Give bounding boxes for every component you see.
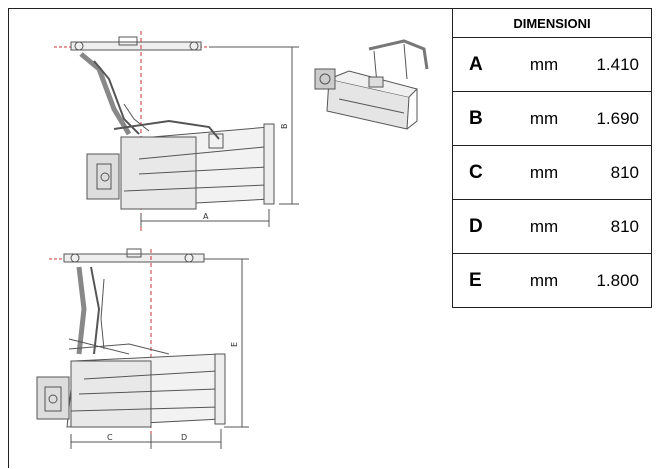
machine-3d-thumbnail (314, 39, 429, 130)
dimension-letter: C (452, 145, 509, 200)
dimension-value: 1.410 (579, 37, 652, 92)
table-row: A mm 1.410 (452, 37, 652, 92)
dimension-value: 1.800 (579, 253, 652, 308)
dimension-letter: E (452, 253, 509, 308)
dimension-value: 810 (579, 199, 652, 254)
dimension-letter: B (452, 91, 509, 146)
dimension-value: 1.690 (579, 91, 652, 146)
table-row: E mm 1.800 (452, 253, 652, 308)
technical-drawing: A B C D E (36, 31, 429, 449)
dimension-unit: mm (509, 253, 579, 308)
dimension-unit: mm (509, 145, 579, 200)
bottom-machine-drawing (36, 248, 249, 449)
dim-label-e: E (230, 342, 239, 347)
dimensions-table-header: DIMENSIONI (452, 8, 652, 38)
dimension-unit: mm (509, 199, 579, 254)
drawing-frame: A B C D E (8, 8, 452, 468)
dimension-letter: A (452, 37, 509, 92)
table-row: B mm 1.690 (452, 91, 652, 146)
dim-label-d: D (181, 433, 187, 442)
dim-label-c: C (107, 433, 113, 442)
dimension-letter: D (452, 199, 509, 254)
dim-label-b: B (280, 124, 289, 130)
dimension-value: 810 (579, 145, 652, 200)
dimension-unit: mm (509, 37, 579, 92)
dimension-unit: mm (509, 91, 579, 146)
table-row: D mm 810 (452, 199, 652, 254)
table-row: C mm 810 (452, 145, 652, 200)
top-machine-drawing (54, 31, 299, 234)
dimensions-table: DIMENSIONI A mm 1.410 B mm 1.690 C mm 81… (452, 8, 652, 308)
dim-label-a: A (203, 212, 209, 221)
